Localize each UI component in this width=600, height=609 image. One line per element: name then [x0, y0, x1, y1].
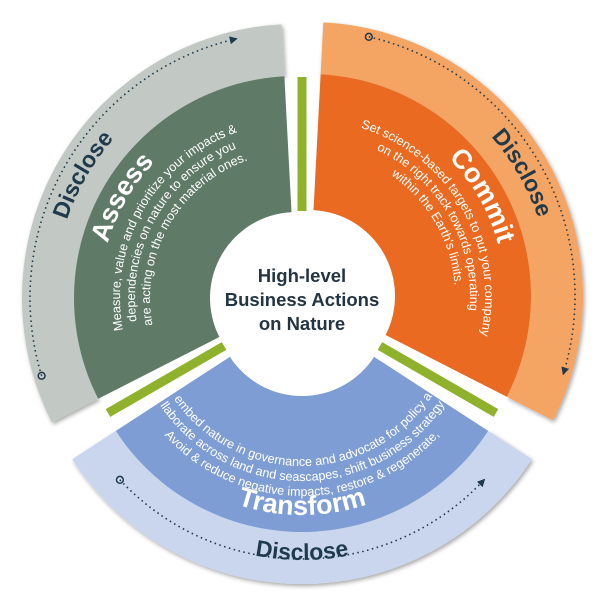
inner-ring	[73, 74, 531, 532]
inner-segment-assess	[73, 76, 292, 399]
cycle-arrows	[29, 32, 576, 560]
separator-bar	[377, 342, 499, 417]
cycle-arrow-start-dot	[115, 475, 125, 484]
center-title-line-1: High-level	[258, 265, 346, 286]
ring-separators	[105, 77, 499, 417]
outer-segment-transform	[72, 430, 532, 584]
separator-bar	[105, 342, 227, 417]
center-title-line-3: on Nature	[259, 313, 345, 334]
inner-segment-commit	[313, 74, 531, 397]
outer-segment-commit	[320, 22, 583, 421]
outer-ring	[22, 22, 583, 584]
center-circle	[216, 215, 388, 387]
disclose-label-transform: Disclose	[254, 535, 350, 565]
center-title-line-2: Business Actions	[225, 289, 380, 310]
cycle-arrow-start-dot	[37, 371, 46, 380]
inner-segment-transform	[115, 356, 489, 532]
cycle-arrow-start-dot	[364, 32, 373, 41]
outer-segment-assess	[22, 24, 285, 423]
